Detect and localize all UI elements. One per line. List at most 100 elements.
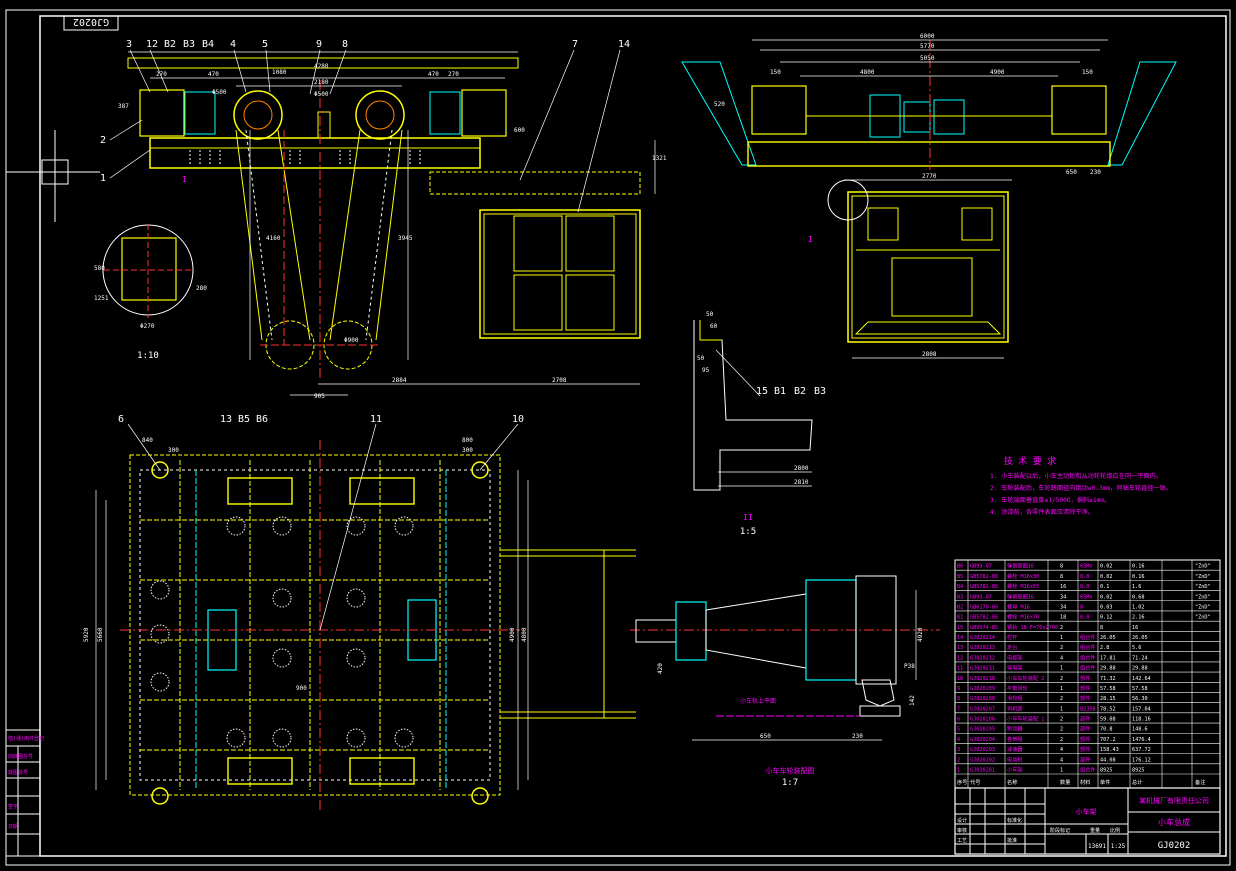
tech-item-2: 2. 车轮装配后，车轮踏面径向跳动≤0.3mm，同轴车轮直径一致。 [990, 484, 1172, 492]
bom-cell: "ZnD" [1195, 594, 1211, 600]
bom-cell: "ZnD" [1195, 564, 1211, 570]
wheel-assembly-section: 小车轨上平面 小车车轮装配图 1:7 [630, 575, 940, 788]
bom-cell: 8925 [1100, 768, 1113, 774]
bom-cell: GJ020203 [970, 747, 995, 753]
dim: 300 [168, 447, 179, 454]
bom-cell: 7 [957, 706, 960, 712]
detail-mark-right: I [808, 235, 813, 244]
bom-cell: 34 [1060, 604, 1066, 610]
dim: 5770 [920, 43, 935, 50]
bom-cell: 1 [1060, 686, 1063, 692]
bom-cell: GJ020202 [970, 757, 995, 763]
detail-scale: 1:10 [137, 351, 159, 361]
wheel-note: 小车轨上平面 [740, 697, 776, 705]
tech-item-4: 4. 涂漆前，各零件表面应清除干净。 [990, 508, 1094, 516]
dim: 4900 [990, 69, 1005, 76]
bom-cell: 组合件 [1080, 653, 1096, 661]
bom-cell: 65Mn [1080, 594, 1093, 600]
bom-cell: 钢轨 18 F=70x2700 [1007, 623, 1058, 631]
bom-cell: B5 [957, 574, 963, 580]
bom-cell: 部件 [1080, 715, 1090, 723]
bom-cell: GJ020207 [970, 706, 995, 712]
strip-label: 借(通)用件登记 [8, 735, 44, 742]
bom-cell: 176.12 [1132, 757, 1151, 763]
left-revision-strip: 借(通)用件登记 旧底图总号 底图总号 签字 日期 [5, 729, 44, 857]
callout: B3 [183, 39, 195, 50]
bom-header-cell: 代号 [970, 778, 980, 786]
bom-cell: 18 [1060, 615, 1066, 621]
bom-header-cell: 单件 [1100, 778, 1110, 786]
bom-cell: 1 [1060, 666, 1063, 672]
dim: 840 [142, 437, 153, 444]
bom-cell: 2 [1060, 717, 1063, 723]
callout: 8 [342, 39, 348, 50]
bom-cell: 电动机 [1007, 755, 1023, 763]
bom-cell: 走台 [1007, 643, 1017, 651]
dim: 600 [514, 127, 525, 134]
bom-cell: 1476.4 [1132, 737, 1151, 743]
dim: 650 [760, 733, 771, 740]
bom-cell: B6 [957, 564, 963, 570]
bom-cell: 部件 [1080, 674, 1090, 682]
trolley-side-view [681, 39, 1177, 359]
dim: 2810 [794, 479, 809, 486]
dim: 5920 [83, 627, 90, 642]
detail-view-I: 1:10 [102, 224, 194, 361]
section-mark: II [743, 513, 753, 522]
bom-cell: 44.08 [1100, 757, 1116, 763]
dim: 1080 [272, 69, 287, 76]
bom-cell: 2.16 [1132, 615, 1145, 621]
callout: B3 [814, 386, 826, 397]
bom-cell: 0.12 [1100, 615, 1113, 621]
tech-heading: 技 术 要 求 [1004, 455, 1056, 467]
callout: 12 [146, 39, 158, 50]
bom-cell: 螺栓 M16x70 [1007, 613, 1039, 621]
bom-cell: 0.68 [1132, 594, 1145, 600]
bom-cell: GB93-87 [970, 564, 992, 570]
dim: 3945 [398, 235, 413, 242]
bom-cell: 螺栓 M16x30 [1007, 572, 1039, 580]
detail-mark: I [182, 175, 187, 184]
bom-cell: 部件 [1080, 735, 1090, 743]
bom-cell: GB5782-86 [970, 615, 998, 621]
title-block: 小车架 某机械厂有限责任公司 小车总成 GJ0202 13691 1:25 设计… [954, 787, 1221, 855]
bom-cell: 螺栓 M16x65 [1007, 582, 1039, 590]
bom-cell: 12 [957, 655, 963, 661]
callout: 6 [118, 414, 124, 425]
dim: 470 [208, 71, 219, 78]
bom-cell: GJ020206 [970, 717, 995, 723]
drawing-mass: 13691 [1088, 843, 1106, 850]
technical-requirements: 技 术 要 求 1. 小车装配以后，小车主动轮和从动轮轮缘应在同一平面内。 2.… [990, 455, 1172, 516]
callout: 3 [126, 39, 132, 50]
bom-cell: 8 [1080, 604, 1083, 610]
bom-cell: 56.30 [1132, 696, 1148, 702]
bom-cell: GJ020201 [970, 768, 995, 774]
callout: B4 [202, 39, 214, 50]
callout: 11 [370, 414, 382, 425]
callout: 4 [230, 39, 236, 50]
bom-header-cell: 材料 [1080, 778, 1090, 786]
dim: 5050 [920, 55, 935, 62]
bom-cell: 70.8 [1100, 727, 1113, 733]
dim: 300 [462, 447, 473, 454]
callout: 14 [618, 39, 630, 50]
dim: 4160 [266, 235, 281, 242]
bom-cell: 158.43 [1100, 747, 1119, 753]
drawing-scale: 1:25 [1111, 843, 1126, 850]
bom-cell: 4 [1060, 747, 1063, 753]
bom-cell: 0.1 [1100, 584, 1109, 590]
dim: 4920 [917, 627, 924, 642]
dim: 142 [909, 695, 916, 706]
dim: 270 [156, 71, 167, 78]
bom-cell: 0.03 [1100, 604, 1113, 610]
bom-cell: 导电架 [1007, 664, 1023, 672]
bom-cell: 1 [1060, 706, 1063, 712]
drawing-title: 小车总成 [1158, 817, 1190, 827]
dim: 2770 [922, 173, 937, 180]
bom-cell: "ZnD" [1195, 615, 1211, 621]
bom-cell: 13 [957, 645, 963, 651]
bom-cell: 组合件 [1080, 766, 1096, 774]
bom-cell: 部件 [1080, 755, 1090, 763]
bom-cell: 司机室 [1007, 704, 1023, 712]
